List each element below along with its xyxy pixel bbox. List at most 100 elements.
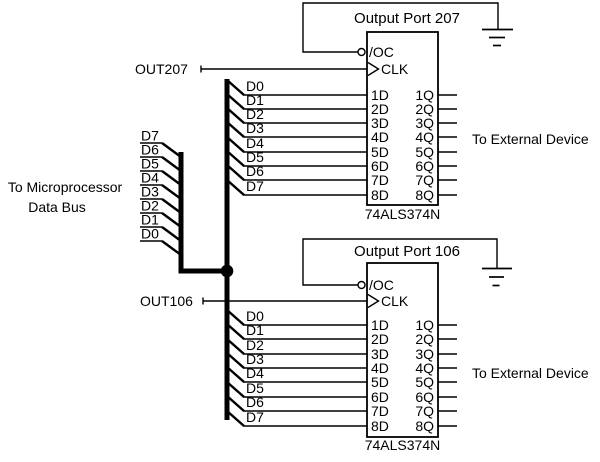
bus-bit-diagonal bbox=[161, 156, 182, 172]
data-diagonal bbox=[226, 410, 245, 427]
data-bit-label: D4 bbox=[246, 365, 264, 381]
data-bit-label: D6 bbox=[246, 163, 264, 179]
output-port-106: Output Port 106 /OC CLK 74ALS374N OUT106… bbox=[140, 238, 589, 453]
data-bit-label: D3 bbox=[246, 351, 264, 367]
output-pin-label: 6Q bbox=[415, 389, 434, 405]
data-bit-label: D1 bbox=[246, 92, 264, 108]
oc-ground-wire bbox=[302, 238, 498, 286]
data-diagonal bbox=[226, 366, 245, 383]
bus-junction-dot bbox=[220, 264, 234, 278]
data-diagonal bbox=[226, 395, 245, 412]
ground-symbol-icon bbox=[482, 28, 513, 47]
bus-caption-line1: To Microprocessor bbox=[8, 179, 123, 195]
data-diagonal bbox=[226, 79, 245, 96]
data-bit-label: D2 bbox=[246, 106, 264, 122]
input-pin-label: 1D bbox=[371, 87, 389, 103]
bus-caption-line2: Data Bus bbox=[28, 199, 86, 215]
input-pin-label: 5D bbox=[371, 374, 389, 390]
chip-body bbox=[366, 31, 439, 206]
output-pin-label: 8Q bbox=[415, 187, 434, 203]
input-pin-label: 7D bbox=[371, 172, 389, 188]
input-pin-label: 6D bbox=[371, 389, 389, 405]
bus-bit-label: D0 bbox=[141, 226, 159, 242]
data-bit-label: D0 bbox=[246, 78, 264, 94]
chip-body bbox=[366, 262, 439, 438]
external-device-label: To External Device bbox=[472, 131, 589, 147]
bus-bit-diagonal bbox=[161, 170, 182, 186]
bus-feeder-trunk bbox=[178, 152, 227, 274]
output-pin-label: 4Q bbox=[415, 360, 434, 376]
data-bit-label: D3 bbox=[246, 120, 264, 136]
data-bit-label: D7 bbox=[246, 178, 264, 194]
strobe-label: OUT207 bbox=[135, 61, 188, 77]
chip-name: 74ALS374N bbox=[365, 206, 441, 222]
output-pin-label: 5Q bbox=[415, 144, 434, 160]
clk-pin-label: CLK bbox=[381, 61, 409, 77]
output-pin-label: 1Q bbox=[415, 317, 434, 333]
data-diagonal bbox=[226, 338, 245, 355]
data-bit-label: D0 bbox=[246, 308, 264, 324]
data-diagonal bbox=[226, 352, 245, 369]
strobe-label: OUT106 bbox=[140, 293, 193, 309]
output-pin-label: 2Q bbox=[415, 101, 434, 117]
data-diagonal bbox=[226, 93, 245, 110]
oc-pin-label: /OC bbox=[369, 277, 394, 293]
data-bit-label: D6 bbox=[246, 394, 264, 410]
output-pin-label: 4Q bbox=[415, 129, 434, 145]
input-pin-label: 7D bbox=[371, 403, 389, 419]
active-low-bubble-icon bbox=[357, 47, 366, 57]
input-pin-label: 2D bbox=[371, 101, 389, 117]
port-title: Output Port 106 bbox=[354, 243, 460, 260]
data-bit-label: D5 bbox=[246, 380, 264, 396]
data-bit-label: D2 bbox=[246, 337, 264, 353]
ground-symbol-icon bbox=[482, 267, 512, 287]
active-low-bubble-icon bbox=[357, 280, 366, 290]
input-pin-label: 1D bbox=[371, 317, 389, 333]
bus-bit-diagonal bbox=[161, 226, 182, 242]
data-diagonal bbox=[226, 164, 245, 181]
output-pin-label: 8Q bbox=[415, 418, 434, 434]
bus-bit-label: D3 bbox=[141, 184, 159, 200]
input-pin-label: 3D bbox=[371, 346, 389, 362]
bus-bit-diagonal bbox=[161, 212, 182, 228]
input-pin-label: 3D bbox=[371, 115, 389, 131]
data-diagonal bbox=[226, 107, 245, 124]
input-pin-label: 8D bbox=[371, 418, 389, 434]
output-pin-label: 3Q bbox=[415, 346, 434, 362]
input-pin-label: 4D bbox=[371, 360, 389, 376]
data-diagonal bbox=[226, 179, 245, 196]
data-diagonal bbox=[226, 150, 245, 167]
clk-pin-label: CLK bbox=[381, 293, 409, 309]
input-pin-label: 4D bbox=[371, 129, 389, 145]
bus-bit-diagonal bbox=[161, 198, 182, 214]
data-diagonal bbox=[226, 309, 245, 326]
input-pin-label: 5D bbox=[371, 144, 389, 160]
output-pin-label: 3Q bbox=[415, 115, 434, 131]
bus-bit-label: D1 bbox=[141, 212, 159, 228]
bus-bit-label: D7 bbox=[141, 128, 159, 144]
output-pin-label: 1Q bbox=[415, 87, 434, 103]
data-diagonal bbox=[226, 381, 245, 398]
port-title: Output Port 207 bbox=[354, 10, 460, 27]
input-pin-label: 2D bbox=[371, 331, 389, 347]
bus-bit-label: D4 bbox=[141, 170, 159, 186]
output-pin-label: 7Q bbox=[415, 172, 434, 188]
bus-bit-label: D2 bbox=[141, 198, 159, 214]
bus-bit-label: D5 bbox=[141, 156, 159, 172]
oc-ground-wire bbox=[302, 2, 499, 53]
data-bit-label: D7 bbox=[246, 409, 264, 425]
chip-name: 74ALS374N bbox=[365, 437, 441, 453]
input-pin-label: 8D bbox=[371, 187, 389, 203]
microprocessor-bus: To Microprocessor Data Bus D7 D6 D5 D4 D… bbox=[8, 79, 234, 420]
oc-pin-label: /OC bbox=[369, 44, 394, 60]
clock-edge-icon bbox=[367, 61, 380, 77]
data-bit-label: D5 bbox=[246, 149, 264, 165]
output-pin-label: 7Q bbox=[415, 403, 434, 419]
data-diagonal bbox=[226, 121, 245, 138]
input-pin-label: 6D bbox=[371, 158, 389, 174]
data-bit-label: D1 bbox=[246, 322, 264, 338]
external-device-label: To External Device bbox=[472, 365, 589, 381]
output-pin-label: 2Q bbox=[415, 331, 434, 347]
